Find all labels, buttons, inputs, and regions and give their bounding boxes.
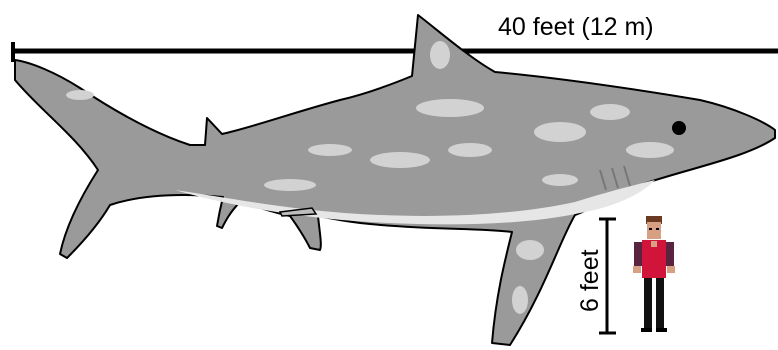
shark-length-scale-bar bbox=[11, 42, 778, 62]
human-right-arm bbox=[666, 242, 674, 266]
shark-length-label: 40 feet (12 m) bbox=[498, 15, 654, 40]
human-height-label: 6 feet bbox=[578, 249, 603, 312]
shark-eye bbox=[672, 121, 686, 135]
human-figure bbox=[633, 216, 675, 332]
human-left-leg bbox=[644, 278, 652, 330]
human-left-arm bbox=[634, 242, 642, 266]
human-head bbox=[647, 222, 661, 239]
human-right-leg bbox=[656, 278, 664, 330]
